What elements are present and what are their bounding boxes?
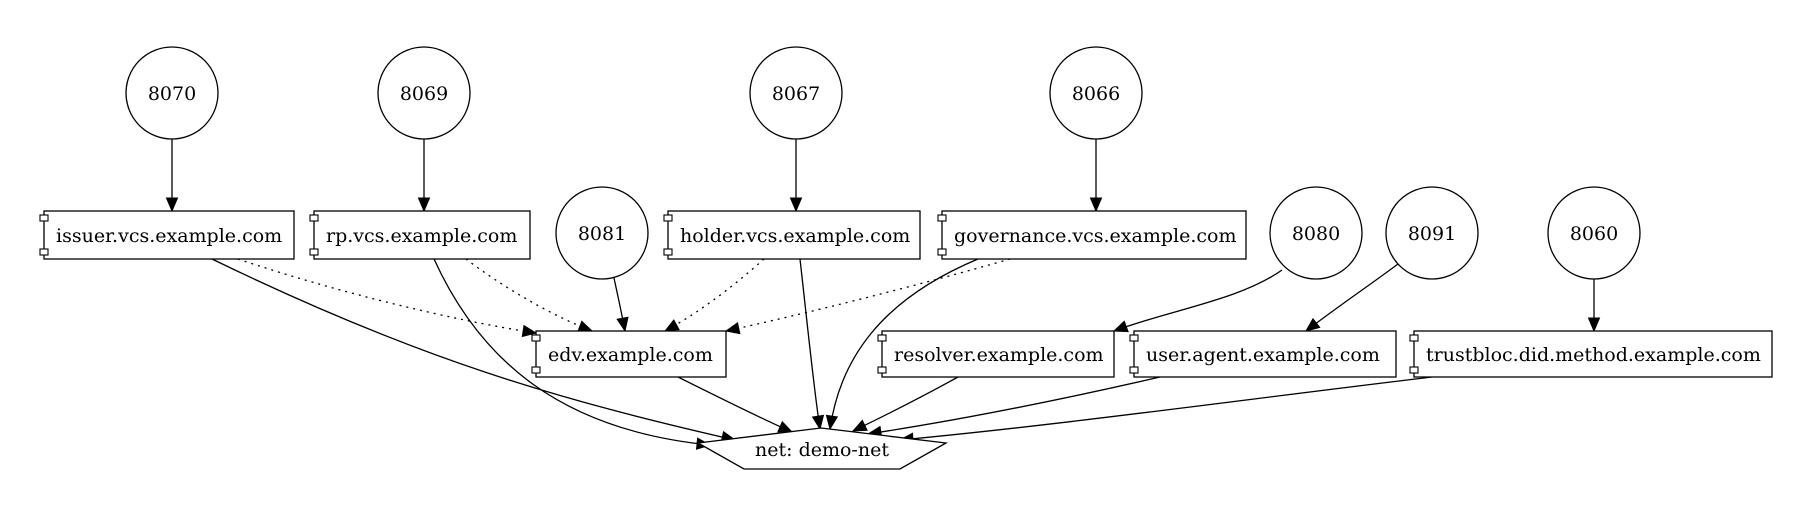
component-tab-icon <box>1129 366 1139 374</box>
port-circle <box>749 46 843 140</box>
edge-issuer-to-edv <box>237 258 537 334</box>
service-node-trustbloc: trustbloc.did.method.example.com <box>1409 330 1773 378</box>
service-box <box>881 330 1115 378</box>
port-node-p8067: 8067 <box>749 46 843 140</box>
component-tab-icon <box>937 214 947 222</box>
edge-rp-to-net <box>433 258 711 446</box>
edge-p8060-to-trustbloc-arrowhead <box>1587 317 1601 333</box>
port-node-p8080: 8080 <box>1269 186 1363 280</box>
service-node-resolver: resolver.example.com <box>877 330 1115 378</box>
network-label: net: demo-net <box>755 439 889 461</box>
service-box <box>667 210 921 260</box>
service-box <box>1133 330 1397 378</box>
port-label: 8070 <box>148 83 196 105</box>
network-node: net: demo-net <box>695 427 949 470</box>
component-tab-icon <box>1129 334 1139 342</box>
port-circle <box>555 186 649 280</box>
edge-governance-to-edv-arrowhead <box>724 322 741 335</box>
edge-resolver-to-net <box>852 376 959 432</box>
component-tab-icon <box>1409 334 1419 342</box>
port-circle <box>1385 186 1479 280</box>
port-circle <box>1547 186 1641 280</box>
edge-issuer-to-net <box>211 258 736 441</box>
port-circle <box>1049 46 1143 140</box>
port-label: 8080 <box>1292 223 1340 245</box>
edge-issuer-to-edv-arrowhead <box>521 324 538 338</box>
service-label: governance.vcs.example.com <box>954 225 1236 247</box>
component-tab-icon <box>39 214 49 222</box>
service-node-issuer: issuer.vcs.example.com <box>39 210 295 260</box>
port-node-p8069: 8069 <box>377 46 471 140</box>
service-box <box>43 210 295 260</box>
port-node-p8070: 8070 <box>125 46 219 140</box>
component-tab-icon <box>663 248 673 256</box>
edge-p8080-to-resolver <box>1113 269 1283 332</box>
port-label: 8066 <box>1072 83 1120 105</box>
service-label: rp.vcs.example.com <box>326 225 517 247</box>
port-label: 8060 <box>1570 223 1618 245</box>
component-tab-icon <box>877 334 887 342</box>
edge-p8070-to-issuer-arrowhead <box>165 197 179 213</box>
edge-rp-to-edv <box>465 258 593 332</box>
service-label: trustbloc.did.method.example.com <box>1426 344 1761 366</box>
edges-layer <box>165 138 1601 450</box>
edge-edv-to-net-arrowhead <box>777 420 794 433</box>
component-tab-icon <box>531 366 541 374</box>
nodes-layer: 8070 8069 8067 8066 8081 8080 8091 8060 issuer.v… <box>39 46 1773 470</box>
edge-p8069-to-rp-arrowhead <box>417 197 431 213</box>
edge-p8091-to-useragent-arrowhead <box>1304 317 1321 332</box>
port-label: 8069 <box>400 83 448 105</box>
edge-useragent-to-net <box>867 376 1161 435</box>
port-node-p8091: 8091 <box>1385 186 1479 280</box>
edge-holder-to-edv <box>664 258 765 332</box>
port-node-p8060: 8060 <box>1547 186 1641 280</box>
service-box <box>313 210 531 260</box>
network-pentagon <box>695 427 949 470</box>
edge-rp-to-edv-arrowhead <box>577 320 594 333</box>
edge-governance-to-net <box>829 258 979 430</box>
port-circle <box>125 46 219 140</box>
port-node-p8081: 8081 <box>555 186 649 280</box>
service-node-governance: governance.vcs.example.com <box>937 210 1247 260</box>
component-tab-icon <box>937 248 947 256</box>
component-tab-icon <box>309 214 319 222</box>
component-tab-icon <box>309 248 319 256</box>
service-node-holder: holder.vcs.example.com <box>663 210 921 260</box>
service-box <box>535 330 727 378</box>
edge-p8067-to-holder-arrowhead <box>789 197 803 213</box>
port-circle <box>377 46 471 140</box>
edge-edv-to-net <box>677 376 793 433</box>
service-node-edv: edv.example.com <box>531 330 727 378</box>
edge-governance-to-edv <box>725 258 1011 332</box>
port-label: 8067 <box>772 83 820 105</box>
port-circle <box>1269 186 1363 280</box>
component-tab-icon <box>663 214 673 222</box>
edge-holder-to-net <box>799 258 821 430</box>
component-tab-icon <box>1409 366 1419 374</box>
component-tab-icon <box>877 366 887 374</box>
service-label: user.agent.example.com <box>1146 344 1380 366</box>
edge-p8066-to-governance-arrowhead <box>1089 197 1103 213</box>
service-box <box>1413 330 1773 378</box>
component-tab-icon <box>39 248 49 256</box>
port-label: 8081 <box>578 223 626 245</box>
edge-resolver-to-net-arrowhead <box>851 419 868 432</box>
service-node-useragent: user.agent.example.com <box>1129 330 1397 378</box>
port-node-p8066: 8066 <box>1049 46 1143 140</box>
service-label: holder.vcs.example.com <box>680 225 910 247</box>
component-tab-icon <box>531 334 541 342</box>
edge-p8081-to-edv-arrowhead <box>616 316 629 333</box>
edge-p8080-to-resolver-arrowhead <box>1112 320 1129 333</box>
edge-trustbloc-to-net <box>899 376 1433 441</box>
service-label: issuer.vcs.example.com <box>56 225 282 247</box>
service-box <box>941 210 1247 260</box>
edge-governance-to-net-arrowhead <box>825 414 839 431</box>
edge-holder-to-edv-arrowhead <box>663 319 680 332</box>
service-label: edv.example.com <box>548 344 713 366</box>
service-node-rp: rp.vcs.example.com <box>309 210 531 260</box>
port-label: 8091 <box>1408 223 1456 245</box>
service-label: resolver.example.com <box>894 344 1104 366</box>
edge-holder-to-net-arrowhead <box>811 414 825 431</box>
